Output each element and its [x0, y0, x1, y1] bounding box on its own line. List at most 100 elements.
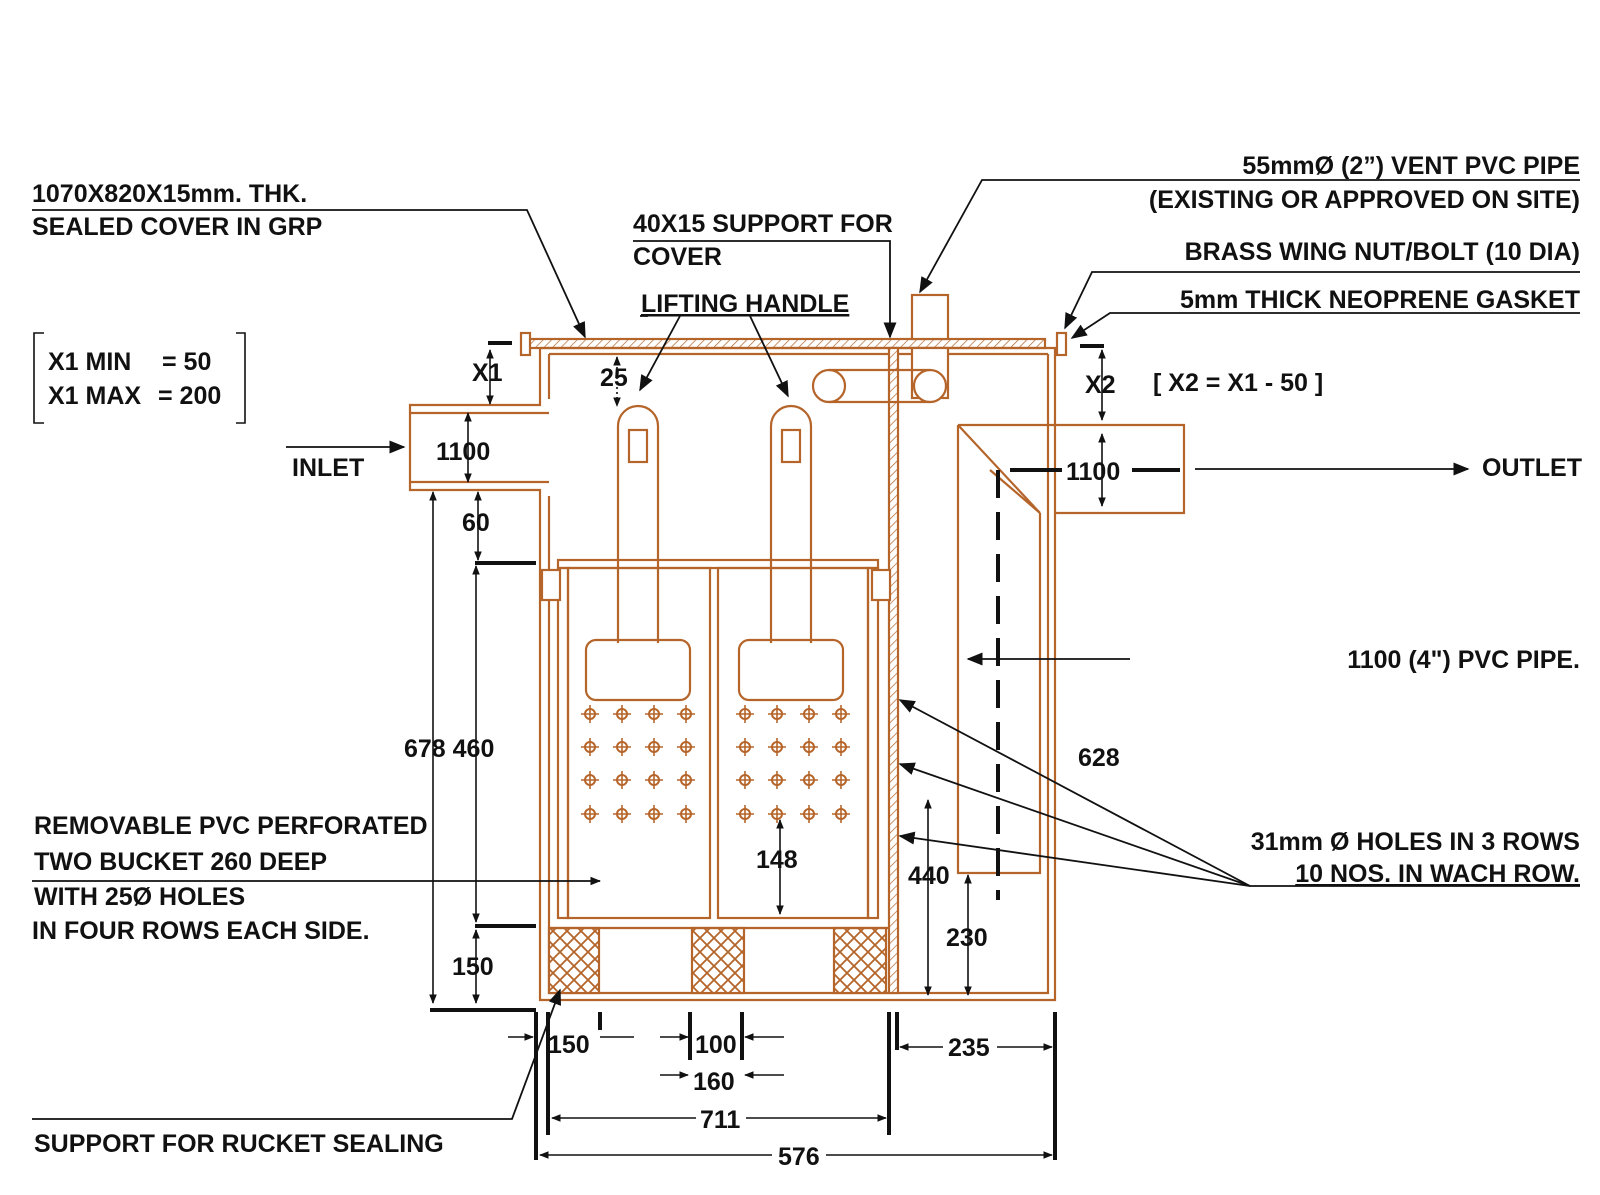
perforation-hole-icon: [832, 738, 850, 756]
inlet-pipe: [410, 411, 549, 484]
outlet-label: OUTLET: [1482, 454, 1582, 482]
dim-235: 235: [948, 1034, 990, 1062]
perforation-hole-icon: [581, 705, 599, 723]
support-bucket-label: SUPPORT FOR RUCKET SEALING: [34, 1130, 444, 1158]
dim-440: 440: [908, 862, 950, 890]
annotations: 1070X820X15mm. THK. SEALED COVER IN GRP …: [32, 152, 1582, 1171]
holes-label-line1: 31mm Ø HOLES IN 3 ROWS: [1251, 828, 1580, 856]
support-label-line1: 40X15 SUPPORT FOR: [633, 210, 893, 238]
x1-bracket-box: [33, 332, 246, 424]
dim-678-460: 678 460: [404, 735, 494, 763]
holes-label-line2: 10 NOS. IN WACH ROW.: [1295, 860, 1580, 888]
bucket-bracket-right: [870, 568, 892, 602]
perforation-hole-icon: [768, 805, 786, 823]
dim-x1: X1: [472, 359, 503, 387]
bucket-label-line1: REMOVABLE PVC PERFORATED: [34, 812, 428, 840]
perforation-hole-icon: [581, 738, 599, 756]
cover-label-line1: 1070X820X15mm. THK.: [32, 180, 307, 208]
vent-bend-circle: [811, 368, 847, 404]
support-label-line2: COVER: [633, 243, 722, 271]
bucket-bracket-left: [540, 568, 562, 602]
support-block-left: [547, 926, 601, 995]
perforation-hole-icon: [768, 738, 786, 756]
perforation-hole-icon: [645, 805, 663, 823]
bucket-label-line3: WITH 25Ø HOLES: [34, 883, 245, 911]
dim-148: 148: [756, 846, 798, 874]
perforation-hole-icon: [581, 771, 599, 789]
dimension-lines: [33, 332, 1180, 1160]
perforation-hole-icon: [677, 705, 695, 723]
perforation-hole-icon: [800, 738, 818, 756]
lifting-handle-icon: [737, 404, 845, 702]
dim-100: 100: [695, 1031, 737, 1059]
inlet-label: INLET: [292, 454, 364, 482]
vent-label-line1: 55mmØ (2”) VENT PVC PIPE: [1242, 152, 1580, 180]
cover-label-line2: SEALED COVER IN GRP: [32, 213, 322, 241]
vent-pipe: [910, 293, 950, 341]
bucket-label-line2: TWO BUCKET 260 DEEP: [34, 848, 327, 876]
perforation-hole-icon: [645, 771, 663, 789]
dim-outlet-pipe: 1100: [1066, 458, 1120, 486]
dim-150-vertical: 150: [452, 953, 494, 981]
dim-150-horizontal: 150: [548, 1031, 590, 1059]
dim-inlet-pipe: 1100: [436, 438, 490, 466]
perforation-hole-icon: [736, 738, 754, 756]
dim-60: 60: [462, 509, 490, 537]
perforation-hole-icon: [677, 771, 695, 789]
perforation-hole-icon: [736, 805, 754, 823]
perforation-hole-icon: [645, 705, 663, 723]
perforation-hole-icon: [613, 771, 631, 789]
perforation-hole-icon: [832, 771, 850, 789]
wing-nut-icon: [519, 331, 532, 357]
x1-max-value: = 200: [158, 382, 221, 410]
perforation-hole-icon: [613, 805, 631, 823]
x1-min-label: X1 MIN: [48, 348, 131, 376]
perforation-holes: [581, 705, 850, 823]
baffle-wall: [887, 346, 900, 995]
perforation-hole-icon: [832, 805, 850, 823]
lifting-handle-icon: [584, 404, 692, 702]
leader-lines: [32, 179, 1580, 1120]
perforation-hole-icon: [736, 771, 754, 789]
dim-628: 628: [1078, 744, 1120, 772]
wing-nut-label: BRASS WING NUT/BOLT (10 DIA): [1185, 238, 1580, 266]
x2-formula: [ X2 = X1 - 50 ]: [1153, 369, 1323, 397]
dim-160: 160: [693, 1068, 735, 1096]
dim-230: 230: [946, 924, 988, 952]
vent-bend-circle: [912, 368, 948, 404]
dim-711: 711: [700, 1106, 740, 1134]
x1-min-value: = 50: [162, 348, 211, 376]
grp-cover: [524, 337, 1047, 350]
perforation-hole-icon: [800, 705, 818, 723]
tank-body: [408, 293, 1186, 1002]
gasket-label: 5mm THICK NEOPRENE GASKET: [1180, 286, 1580, 314]
wing-nut-icon: [1055, 331, 1068, 357]
perforation-hole-icon: [677, 805, 695, 823]
tank-inner-wall: [547, 354, 1050, 995]
outlet-pipe: [1055, 423, 1186, 515]
dim-576: 576: [778, 1143, 820, 1171]
perforation-hole-icon: [832, 705, 850, 723]
bucket-label-line4: IN FOUR ROWS EACH SIDE.: [32, 917, 370, 945]
support-block-right: [832, 926, 888, 995]
pvc-pipe-label: 1100 (4") PVC PIPE.: [1347, 646, 1580, 674]
perforation-hole-icon: [800, 805, 818, 823]
perforation-hole-icon: [736, 705, 754, 723]
lifting-handle-label: LIFTING HANDLE: [641, 290, 849, 318]
dim-25: 25: [600, 364, 628, 392]
dim-x2: X2: [1085, 371, 1116, 399]
perforation-hole-icon: [581, 805, 599, 823]
perforation-hole-icon: [800, 771, 818, 789]
perforation-hole-icon: [645, 738, 663, 756]
perforation-hole-icon: [677, 738, 695, 756]
bucket-rim: [556, 558, 880, 570]
perforation-hole-icon: [613, 738, 631, 756]
perforation-hole-icon: [768, 771, 786, 789]
tank-outer-wall: [408, 346, 1057, 1002]
outlet-dip-pipe: [956, 423, 1055, 875]
vent-label-line2: (EXISTING OR APPROVED ON SITE): [1149, 186, 1580, 214]
perforation-hole-icon: [768, 705, 786, 723]
x1-max-label: X1 MAX: [48, 382, 141, 410]
perforation-hole-icon: [613, 705, 631, 723]
